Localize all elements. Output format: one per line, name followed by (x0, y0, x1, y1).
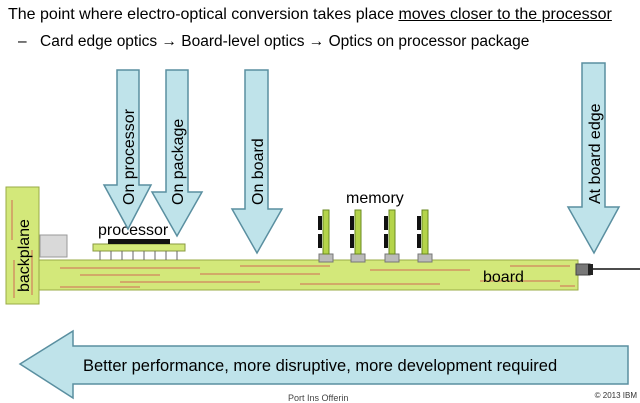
slide-title: The point where electro-optical conversi… (8, 6, 612, 24)
edge-connector (575, 263, 591, 276)
processor-label: processor (98, 222, 169, 239)
memory-dimm (417, 209, 433, 263)
arrow-label-on-processor: On processor (121, 108, 138, 205)
title-emphasis: moves closer to the processor (398, 6, 612, 23)
memory-dimm (318, 209, 334, 263)
footer-partial-text: Port Ins Offerin (288, 393, 349, 403)
bottom-direction-arrow: Better performance, more disruptive, mor… (18, 329, 629, 400)
bullet-dash: – (18, 33, 27, 50)
arrow-label-on-package: On package (170, 119, 187, 205)
board-label: board (483, 269, 524, 286)
bullet-line: –Card edge optics → Board-level optics →… (18, 33, 529, 51)
title-prefix: The point where electro-optical conversi… (8, 6, 399, 23)
memory-modules (318, 209, 433, 263)
bottom-arrow-text: Better performance, more disruptive, mor… (83, 357, 557, 375)
arrow-on-processor: On processor (102, 69, 153, 231)
memory-label: memory (346, 190, 404, 207)
memory-dimm (384, 209, 400, 263)
arrow-on-package: On package (150, 69, 204, 238)
board (36, 259, 579, 291)
arrow-label-on-board: On board (250, 138, 267, 205)
bullet-text: Card edge optics → Board-level optics → … (40, 33, 530, 50)
copyright: © 2013 IBM (594, 391, 637, 400)
processor-package (92, 239, 186, 260)
memory-dimm (350, 209, 366, 263)
backplane-label: backplane (16, 219, 33, 292)
backplane-connector (39, 234, 68, 258)
arrow-on-board: On board (230, 69, 284, 255)
backplane (5, 186, 40, 305)
arrow-at-board-edge: At board edge (566, 62, 621, 255)
edge-connector-plug (588, 264, 593, 275)
arrow-label-at-board-edge: At board edge (587, 103, 604, 204)
